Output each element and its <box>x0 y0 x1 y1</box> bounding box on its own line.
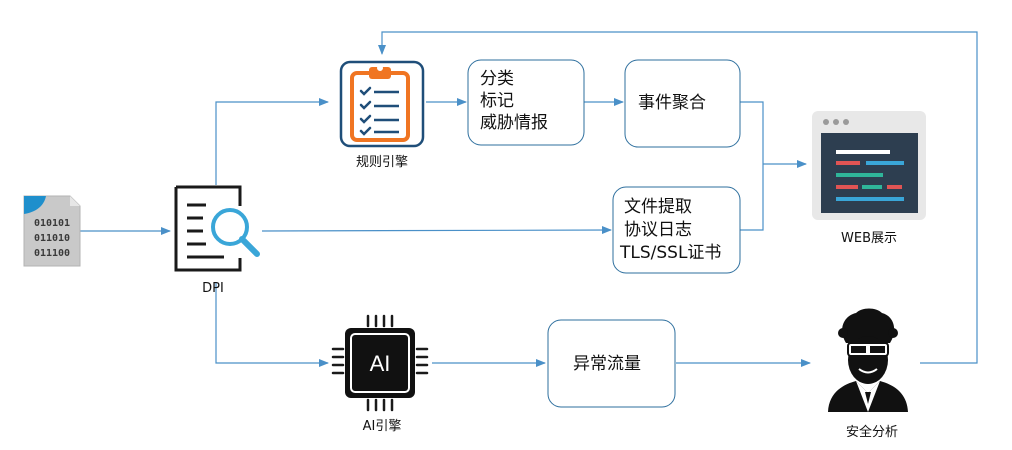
file-box-line-2: 协议日志 <box>624 220 692 240</box>
binary-line-1: 010101 <box>34 218 70 229</box>
file-box-line-3: TLS/SSL证书 <box>619 243 721 263</box>
document-search-icon <box>174 185 260 272</box>
classify-box-line-1: 分类 <box>480 69 514 89</box>
arrow-dpi-to-ai-engine <box>215 282 329 367</box>
arrow-analyst-feedback-to-rule-engine <box>378 31 978 364</box>
rule-engine-label: 规则引擎 <box>356 155 408 170</box>
file-box: 文件提取 协议日志 TLS/SSL证书 <box>612 186 741 274</box>
event-box: 事件聚合 <box>624 59 741 148</box>
dpi-label: DPI <box>202 281 224 296</box>
analyst-label: 安全分析 <box>846 424 898 440</box>
event-box-line-1: 事件聚合 <box>638 93 706 113</box>
web-label: WEB展示 <box>841 231 897 246</box>
arrow-dpi-to-rule-engine <box>215 98 329 185</box>
chip-text: AI <box>370 351 391 376</box>
file-box-line-1: 文件提取 <box>624 197 692 217</box>
browser-window-icon <box>812 111 926 220</box>
anomaly-box-line-1: 异常流量 <box>573 354 641 374</box>
clipboard-checklist-icon <box>339 60 425 148</box>
binary-line-3: 011100 <box>34 248 70 259</box>
classify-box-line-3: 威胁情报 <box>480 113 548 133</box>
binary-line-2: 011010 <box>34 233 70 244</box>
connector-event-file-merge <box>740 101 764 231</box>
ai-engine-label: AI引擎 <box>363 419 402 434</box>
arrow-dpi-to-file-box <box>261 226 612 235</box>
classify-box: 分类 标记 威胁情报 <box>467 59 585 146</box>
ai-chip-icon: AI <box>331 314 429 412</box>
binary-file-icon: 010101 011010 011100 <box>23 195 81 267</box>
connectors <box>80 31 978 367</box>
anomaly-box: 异常流量 <box>547 319 676 408</box>
classify-box-line-2: 标记 <box>480 91 514 111</box>
security-analyst-icon <box>828 308 908 412</box>
